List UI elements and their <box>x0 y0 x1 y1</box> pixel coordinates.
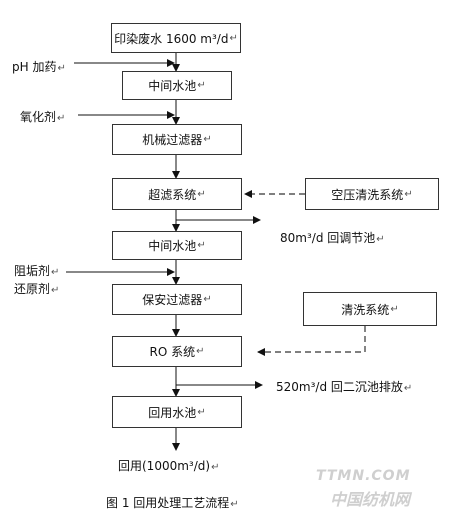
node-air-cleaning-system: 空压清洗系统↵ <box>305 178 439 210</box>
label-reducer: 还原剂↵ <box>14 282 60 296</box>
node-ultrafiltration: 超滤系统↵ <box>112 178 242 210</box>
label-final-reuse: 回用(1000m³/d)↵ <box>118 459 220 473</box>
label-oxidizer: 氧化剂↵ <box>20 110 66 124</box>
figure-caption: 图 1 回用处理工艺流程↵ <box>106 496 239 510</box>
dashed-side2-to-n7 <box>257 326 366 356</box>
node-ro-system: RO 系统↵ <box>112 336 242 367</box>
node-cleaning-system: 清洗系统↵ <box>303 292 437 326</box>
node-security-filter: 保安过滤器↵ <box>112 284 242 315</box>
node-intermediate-tank-1: 中间水池↵ <box>122 71 232 100</box>
label-ro-discharge: 520m³/d 回二沉池排放↵ <box>276 380 413 394</box>
label-uf-return: 80m³/d 回调节池↵ <box>280 231 385 245</box>
node-intermediate-tank-2: 中间水池↵ <box>112 231 242 260</box>
node-reuse-tank: 回用水池↵ <box>112 396 242 428</box>
label-ph-dosing: pH 加药↵ <box>12 60 66 74</box>
watermark-text: 中国纺机网 <box>330 490 411 509</box>
node-mechanical-filter: 机械过滤器↵ <box>112 124 242 155</box>
node-wastewater-inflow: 印染废水 1600 m³/d↵ <box>111 23 241 53</box>
watermark-logo: TTMN.COM <box>316 468 411 484</box>
label-scale-inhibitor: 阻垢剂↵ <box>14 264 60 278</box>
